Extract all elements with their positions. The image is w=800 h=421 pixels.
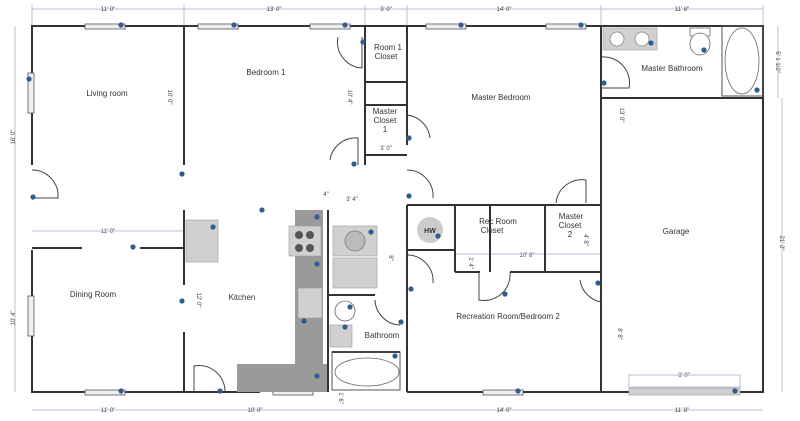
label-master-bathroom: Master Bathroom bbox=[641, 64, 703, 73]
label-hw: HW bbox=[424, 228, 436, 235]
info-icon bbox=[217, 388, 223, 394]
windows bbox=[27, 23, 741, 396]
dim-rec-closet-gap: 1' 4" bbox=[467, 257, 473, 269]
info-icon bbox=[259, 207, 265, 213]
info-icon bbox=[314, 373, 320, 379]
info-icon bbox=[754, 87, 760, 93]
info-icon bbox=[130, 244, 136, 250]
master-toilet bbox=[689, 32, 711, 56]
info-icon bbox=[360, 39, 366, 45]
info-icon bbox=[301, 318, 307, 324]
label-bathroom: Bathroom bbox=[365, 331, 400, 340]
info-icon bbox=[406, 135, 412, 141]
dim-top-4: 14' 0" bbox=[497, 7, 512, 13]
dim-dining-width: 11' 0" bbox=[101, 229, 116, 235]
info-icon bbox=[118, 22, 124, 28]
info-icon bbox=[406, 193, 412, 199]
label-master-bedroom: Master Bedroom bbox=[471, 93, 530, 102]
info-icon bbox=[179, 171, 185, 177]
info-icon bbox=[502, 291, 508, 297]
stove bbox=[288, 225, 322, 257]
dim-top-1: 11' 0" bbox=[101, 7, 116, 13]
dim-closet-width: 3' 0" bbox=[380, 146, 392, 152]
info-icon bbox=[314, 214, 320, 220]
dim-bottom-1: 11' 0" bbox=[101, 408, 116, 414]
dim-closet2-height: 4' 8" bbox=[582, 234, 588, 246]
label-garage: Garage bbox=[663, 227, 690, 236]
doors bbox=[31, 36, 630, 393]
label-master-closet1-b: Closet bbox=[374, 116, 397, 125]
label-bedroom-1: Bedroom 1 bbox=[246, 68, 286, 77]
info-icon bbox=[314, 261, 320, 267]
master-tub bbox=[724, 27, 760, 95]
dim-master-height: 13' 0" bbox=[618, 108, 624, 123]
fixtures bbox=[185, 25, 764, 392]
dim-kitchen-height: 12' 0" bbox=[195, 293, 201, 308]
bathtub bbox=[334, 357, 400, 387]
info-icon bbox=[435, 233, 441, 239]
label-dining-room: Dining Room bbox=[70, 290, 117, 299]
info-icon bbox=[351, 161, 357, 167]
dim-rec-height: 8' 8" bbox=[616, 328, 622, 340]
info-icon bbox=[118, 388, 124, 394]
info-icon bbox=[26, 76, 32, 82]
info-icon bbox=[408, 286, 414, 292]
dim-master-bath-height: 5' 1 1/2" bbox=[774, 51, 780, 73]
label-master-closet2-c: 2 bbox=[568, 230, 573, 239]
dim-laundry-width: 3' 4" bbox=[346, 197, 358, 203]
label-master-closet2-b: Closet bbox=[559, 221, 582, 230]
dimension-lines bbox=[14, 5, 783, 411]
dim-bottom-2: 10' 0" bbox=[248, 408, 263, 414]
info-icon bbox=[368, 229, 374, 235]
label-master-closet2-a: Master bbox=[559, 212, 584, 221]
label-recreation-room: Recreation Room/Bedroom 2 bbox=[456, 312, 560, 321]
dim-top-5: 11' 8" bbox=[675, 7, 690, 13]
label-master-closet1-a: Master bbox=[373, 107, 398, 116]
label-master-closet1-c: 1 bbox=[383, 125, 388, 134]
dim-left-upper: 16' 0" bbox=[11, 130, 17, 145]
dim-garage-door: 8' 0" bbox=[678, 373, 690, 379]
info-icon bbox=[342, 324, 348, 330]
info-icon bbox=[601, 80, 607, 86]
dim-left-lower: 10' 4" bbox=[11, 311, 17, 326]
label-room1-closet-a: Room 1 bbox=[374, 43, 403, 52]
dim-bottom-3: 14' 0" bbox=[497, 408, 512, 414]
info-icon bbox=[732, 388, 738, 394]
info-icon bbox=[210, 224, 216, 230]
info-icon bbox=[347, 304, 353, 310]
dim-top-2: 13' 0" bbox=[267, 7, 282, 13]
info-icon bbox=[701, 47, 707, 53]
dim-right-total: 21' 2" bbox=[778, 236, 784, 251]
dim-laundry-gap: 8" bbox=[387, 255, 393, 260]
info-icon bbox=[595, 280, 601, 286]
info-icon bbox=[231, 22, 237, 28]
info-icon bbox=[515, 388, 521, 394]
dim-bottom-4: 11' 8" bbox=[675, 408, 690, 414]
label-rec-closet-b: Closet bbox=[481, 226, 504, 235]
dim-living-height: 10' 0" bbox=[166, 90, 172, 105]
info-icon bbox=[398, 319, 404, 325]
label-rec-closet-a: Rec Room bbox=[479, 217, 517, 226]
bath-sink bbox=[329, 324, 353, 348]
dryer bbox=[332, 257, 378, 289]
info-markers bbox=[26, 22, 760, 394]
label-room1-closet-b: Closet bbox=[375, 52, 398, 61]
dim-laundry-wall: 4" bbox=[323, 192, 328, 198]
info-icon bbox=[578, 22, 584, 28]
dim-bedroom-height: 10' 4" bbox=[346, 90, 352, 105]
dim-bath-gap: 1' 6" bbox=[337, 392, 343, 404]
info-icon bbox=[179, 298, 185, 304]
info-icon bbox=[648, 40, 654, 46]
label-kitchen: Kitchen bbox=[229, 293, 256, 302]
dim-rec-closet-width: 10' 8" bbox=[520, 253, 535, 259]
info-icon bbox=[342, 22, 348, 28]
label-living-room: Living room bbox=[86, 89, 128, 98]
info-icon bbox=[392, 353, 398, 359]
kitchen-sink bbox=[297, 287, 323, 319]
info-icon bbox=[30, 194, 36, 200]
toilet bbox=[334, 300, 356, 322]
info-icon bbox=[458, 22, 464, 28]
dim-top-3: 3' 0" bbox=[380, 7, 392, 13]
